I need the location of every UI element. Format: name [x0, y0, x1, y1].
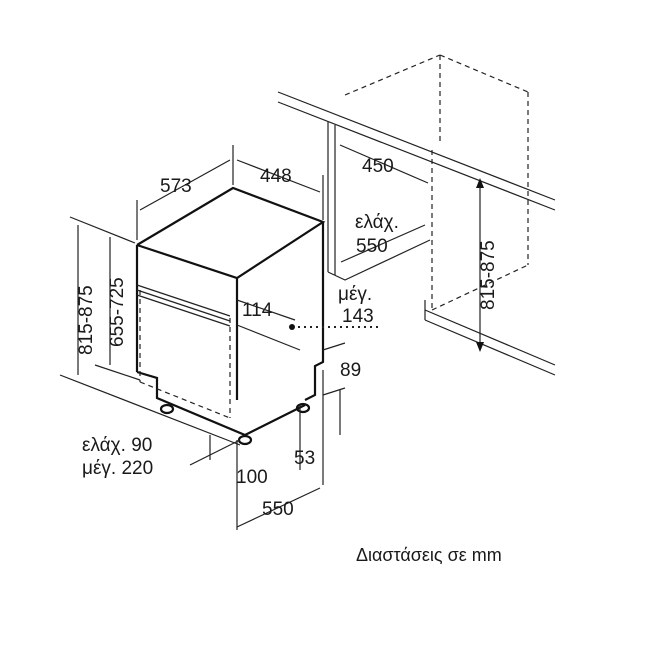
depth-label: 573	[160, 176, 192, 197]
height-range-label: 815-875	[76, 285, 97, 355]
niche-min-depth-value: 550	[356, 236, 388, 257]
niche-height-range-label: 815-875	[478, 240, 499, 310]
plinth-max-label: μέγ. 220	[82, 458, 153, 479]
toe-gap-label: 89	[340, 360, 361, 381]
total-depth-label: 550	[262, 499, 294, 520]
panel-height-label: 114	[242, 300, 273, 321]
niche-width-label: 450	[362, 156, 394, 177]
inner-height-range-label: 655-725	[107, 277, 128, 347]
niche-min-depth-label: ελάχ.	[355, 212, 399, 233]
max-panel-label: μέγ.	[338, 284, 372, 305]
dishwasher-body	[135, 186, 380, 446]
plinth-recess-label: 53	[294, 448, 315, 469]
units-caption: Διαστάσεις σε mm	[356, 545, 502, 565]
dimension-lines	[59, 145, 346, 530]
foot-offset-label: 100	[236, 467, 268, 488]
width-label: 448	[260, 166, 292, 187]
max-panel-value: 143	[342, 306, 374, 327]
installation-niche	[277, 54, 556, 376]
plinth-min-label: ελάχ. 90	[82, 435, 152, 456]
